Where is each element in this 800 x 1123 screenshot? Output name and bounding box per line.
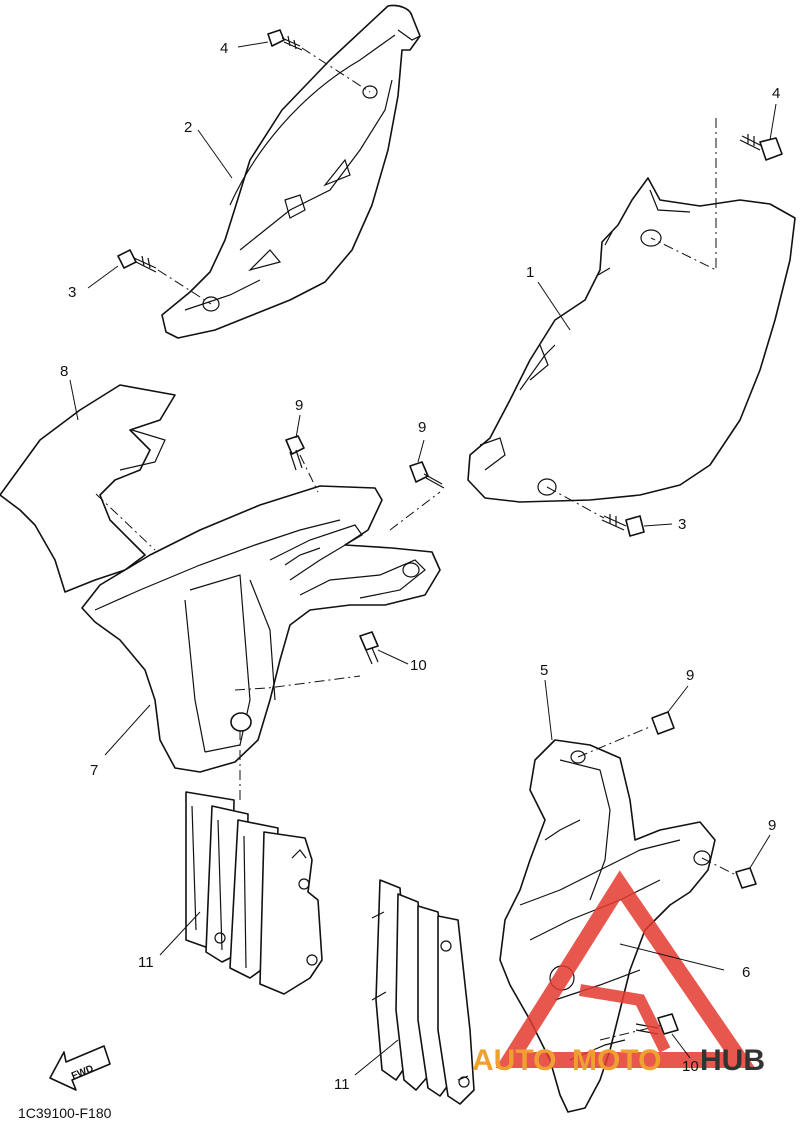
bolt-9-shroud-b <box>409 461 445 489</box>
callout-7: 7 <box>90 762 98 779</box>
callout-3-right: 3 <box>678 516 686 533</box>
callout-5: 5 <box>540 662 548 679</box>
callout-10-shroud: 10 <box>410 657 427 674</box>
watermark-moto-text: MOTO <box>572 1044 661 1077</box>
bolt-10-right <box>635 1013 679 1035</box>
left-louver <box>185 791 323 995</box>
callout-8: 8 <box>60 363 68 380</box>
bolt-4-left <box>267 29 371 93</box>
right-louver <box>371 879 475 1105</box>
watermark-triangle-icon <box>495 870 756 1068</box>
leader-lines <box>69 41 777 1076</box>
callout-1: 1 <box>526 264 534 281</box>
callout-9-right-b: 9 <box>768 817 776 834</box>
bolt-9-shroud-a <box>285 435 305 471</box>
callout-11-left: 11 <box>138 954 154 971</box>
watermark-auto-text: AUTO <box>472 1044 556 1077</box>
bolt-3-right <box>546 486 645 537</box>
decal <box>0 384 176 593</box>
callout-4-right: 4 <box>772 85 780 102</box>
callout-4-left: 4 <box>220 40 228 57</box>
bolt-4-right <box>650 118 783 271</box>
callout-11-right: 11 <box>334 1076 350 1093</box>
callout-9-shroud-a: 9 <box>295 397 303 414</box>
watermark <box>495 870 756 1068</box>
left-radiator-shroud <box>81 454 441 800</box>
bolt-9-right-b <box>735 867 757 889</box>
bolt-3-left <box>117 249 212 305</box>
left-side-cover <box>161 4 421 339</box>
fwd-arrow-icon <box>49 1045 111 1091</box>
callout-2: 2 <box>184 119 192 136</box>
bolt-10-shroud <box>359 631 379 665</box>
callout-10-right: 10 <box>682 1058 699 1075</box>
callout-3-left: 3 <box>68 284 76 301</box>
callout-9-right-a: 9 <box>686 667 694 684</box>
watermark-hub-text: HUB <box>700 1044 765 1077</box>
diagram-code: 1C39100-F180 <box>18 1105 112 1121</box>
callout-9-shroud-b: 9 <box>418 419 426 436</box>
callout-6: 6 <box>742 964 750 981</box>
right-radiator-shroud <box>499 725 739 1113</box>
bolt-9-right-a <box>651 711 675 735</box>
right-side-cover <box>467 177 796 503</box>
